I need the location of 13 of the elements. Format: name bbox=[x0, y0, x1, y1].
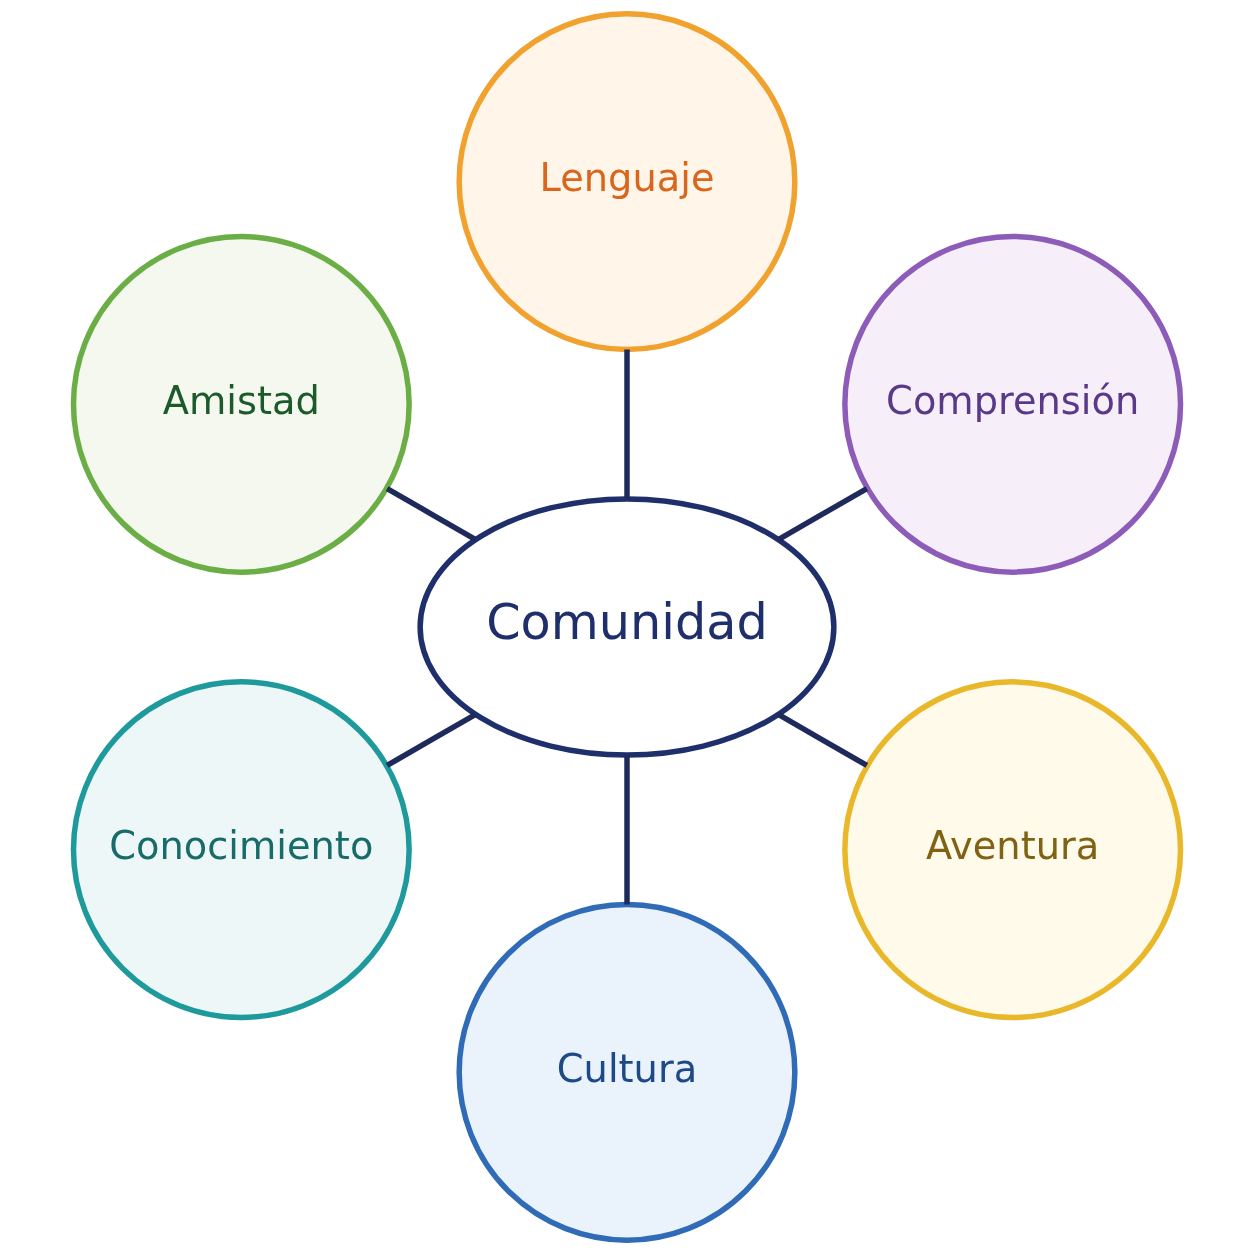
node-circle: Cultura bbox=[456, 901, 798, 1243]
connector bbox=[776, 712, 869, 768]
connector bbox=[385, 712, 478, 768]
connector bbox=[776, 486, 869, 542]
node-ellipse: Comunidad bbox=[417, 496, 837, 758]
connector bbox=[385, 486, 478, 542]
node-circle: Amistad bbox=[70, 233, 412, 575]
node-circle: Lenguaje bbox=[456, 11, 798, 353]
connector bbox=[624, 349, 630, 499]
connector bbox=[624, 755, 630, 905]
node-circle: Aventura bbox=[842, 679, 1184, 1021]
node-circle: Comprensión bbox=[842, 233, 1184, 575]
node-circle: Conocimiento bbox=[70, 679, 412, 1021]
